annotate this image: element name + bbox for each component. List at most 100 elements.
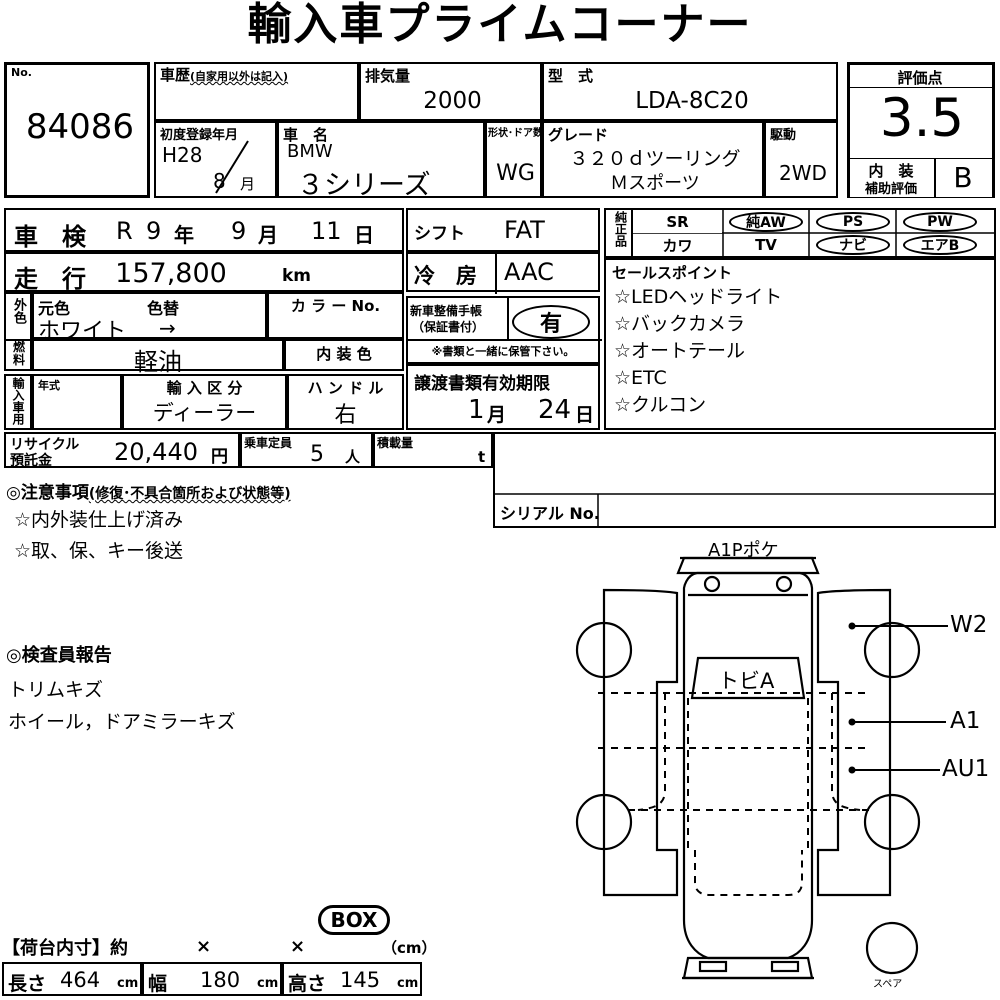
shift-value: FAT: [504, 216, 545, 244]
color-number-cell: カ ラ ー No.: [267, 292, 404, 339]
interior-grade-label-1: 内 装: [868, 162, 914, 180]
year-model-cell: 年式: [32, 374, 122, 430]
recycle-fee-cell: リサイクル 預託金 20,440 円: [4, 432, 240, 469]
interior-grade-label-2: 補助評価: [864, 182, 917, 197]
transfer-docs-month-unit: 月: [487, 404, 507, 426]
service-manual-note: ※書類と一緒に保管下さい。: [431, 345, 575, 358]
shaken-day: 11: [311, 217, 342, 245]
cargo-height-unit: cm: [397, 976, 419, 991]
steering-side-cell: ハ ン ド ル 右: [287, 374, 404, 430]
import-label-cell: 輸入車用: [4, 374, 32, 430]
cargo-length-unit: cm: [117, 976, 139, 991]
box-badge: BOX: [318, 905, 390, 935]
car-name-label: 車 名: [283, 126, 329, 144]
displacement-cell: 排気量 2000: [359, 62, 542, 121]
equipment-grid: [631, 210, 994, 256]
body-type-value: WG: [496, 161, 535, 186]
sales-point-item: ☆クルコン: [614, 394, 707, 416]
dimensions-unit-note: （cm）: [382, 939, 437, 957]
load-capacity-cell: 積載量 t: [373, 432, 493, 468]
load-capacity-label: 積載量: [377, 436, 414, 450]
first-registration-cell: 初度登録年月 H28 8 月: [154, 121, 277, 198]
drivetrain-cell: 駆動 2WD: [764, 121, 838, 198]
serial-number-label: シリアル No.: [500, 504, 600, 523]
shaken-era: R: [116, 217, 133, 245]
rating-label-cell: 評価点: [849, 64, 993, 88]
vehicle-history-cell: 車歴(自家用以外は記入): [154, 62, 359, 121]
sales-point-item: ☆オートテール: [614, 340, 746, 362]
page-title: 輸入車プライムコーナー: [247, 0, 753, 50]
car-maker-value: BMW: [287, 141, 333, 162]
transfer-docs-month: 1: [468, 395, 485, 425]
rating-block: 評価点 3.5 内 装 補助評価 B: [847, 62, 995, 198]
drivetrain-value: 2WD: [779, 161, 827, 185]
equipment-badge-genuine-aw: 純AW: [729, 212, 803, 232]
color-number-label: カ ラ ー No.: [290, 297, 381, 315]
damage-marker-au1: AU1: [942, 756, 990, 782]
import-label: 輸入車用: [11, 377, 25, 425]
transfer-docs-label: 譲渡書類有効期限: [414, 374, 550, 394]
fuel-value-cell: 軽油: [32, 339, 284, 376]
steering-side-value: 右: [334, 403, 357, 428]
exterior-color-label: 外色: [11, 298, 26, 324]
drivetrain-label: 駆動: [770, 128, 797, 143]
cargo-width-cell: 幅 180 cm: [142, 962, 282, 996]
first-registration-label: 初度登録年月: [160, 128, 239, 143]
service-manual-dividers: [408, 298, 602, 341]
body-type-label: 形状･ドア数: [488, 128, 543, 139]
vehicle-diagram-svg: [575, 556, 948, 980]
seating-capacity-cell: 乗車定員 5 人: [240, 432, 373, 468]
notes-line: ☆取、保、キー後送: [14, 540, 184, 562]
grade-cell: グレード ３２０ｄツーリング Ｍスポーツ: [542, 121, 764, 198]
import-class-cell: 輸 入 区 分 ディーラー: [122, 374, 287, 430]
first-registration-month: 8: [213, 169, 226, 193]
transfer-docs-day-unit: 日: [575, 404, 595, 426]
diagram-windshield-label: トビA: [718, 669, 775, 693]
original-color-label: 元色: [38, 299, 71, 318]
inspector-heading: ◎検査員報告: [6, 645, 112, 666]
first-registration-month-unit: 月: [240, 175, 256, 193]
cargo-width-value: 180: [200, 968, 241, 992]
ac-label: 冷 房: [414, 264, 477, 288]
sales-point-item: ☆ETC: [614, 367, 667, 389]
sales-point-block: セールスポイント ☆LEDヘッドライト ☆バックカメラ ☆オートテール ☆ETC…: [604, 258, 996, 430]
seating-capacity-unit: 人: [345, 448, 361, 466]
cargo-height-cell: 高さ 145 cm: [282, 962, 422, 996]
sales-point-item: ☆バックカメラ: [614, 313, 746, 335]
date-slash-icon: [215, 140, 249, 194]
shaken-month: 9: [231, 217, 247, 245]
equipment-badge-leather: カワ: [633, 234, 722, 256]
grade-label: グレード: [548, 126, 609, 144]
cargo-length-cell: 長さ 464 cm: [2, 962, 142, 996]
model-code-value: LDA-8C20: [635, 88, 749, 114]
car-name-cell: 車 名 BMW ３シリーズ: [277, 121, 485, 201]
grade-value-line2: Ｍスポーツ: [610, 173, 700, 194]
service-manual-present-badge: 有: [512, 305, 590, 339]
service-manual-label-2: （保証書付）: [412, 320, 485, 334]
shaken-row: 車 検 R 9 年 9 月 11 日: [4, 208, 404, 252]
recycle-fee-label-2: 預託金: [10, 453, 52, 469]
sales-point-item: ☆LEDヘッドライト: [614, 286, 783, 308]
equipment-block: 純正品 SR 純AW PS PW カワ TV ナビ エアB: [604, 208, 996, 258]
repaint-arrow: →: [159, 316, 176, 340]
recycle-fee-unit: 円: [211, 447, 228, 467]
cargo-length-label: 長さ: [8, 973, 47, 995]
interior-grade-value-cell: B: [935, 158, 993, 198]
displacement-label: 排気量: [365, 67, 411, 85]
mileage-row: 走 行 157,800 km: [4, 252, 404, 293]
equipment-badge-navi: ナビ: [816, 235, 890, 255]
equipment-badge-tv: TV: [724, 234, 808, 256]
interior-grade-value: B: [953, 161, 973, 194]
fuel-label: 燃料: [12, 340, 25, 367]
mileage-value: 157,800: [115, 258, 227, 289]
service-manual-cell: 新車整備手帳 （保証書付） 有 ※書類と一緒に保管下さい。: [406, 296, 602, 364]
vehicle-history-label: 車歴(自家用以外は記入): [160, 66, 289, 84]
original-color-cell: 元色 色替 ホワイト →: [32, 292, 267, 344]
sales-point-list: ☆LEDヘッドライト ☆バックカメラ ☆オートテール ☆ETC ☆クルコン: [614, 284, 782, 419]
cargo-height-value: 145: [340, 968, 381, 992]
rating-label: 評価点: [897, 69, 943, 87]
equipment-badge-sr: SR: [633, 211, 722, 233]
shift-cell: シフト FAT: [406, 208, 600, 252]
seating-capacity-label: 乗車定員: [244, 436, 293, 450]
genuine-parts-label: 純正品: [613, 211, 628, 247]
